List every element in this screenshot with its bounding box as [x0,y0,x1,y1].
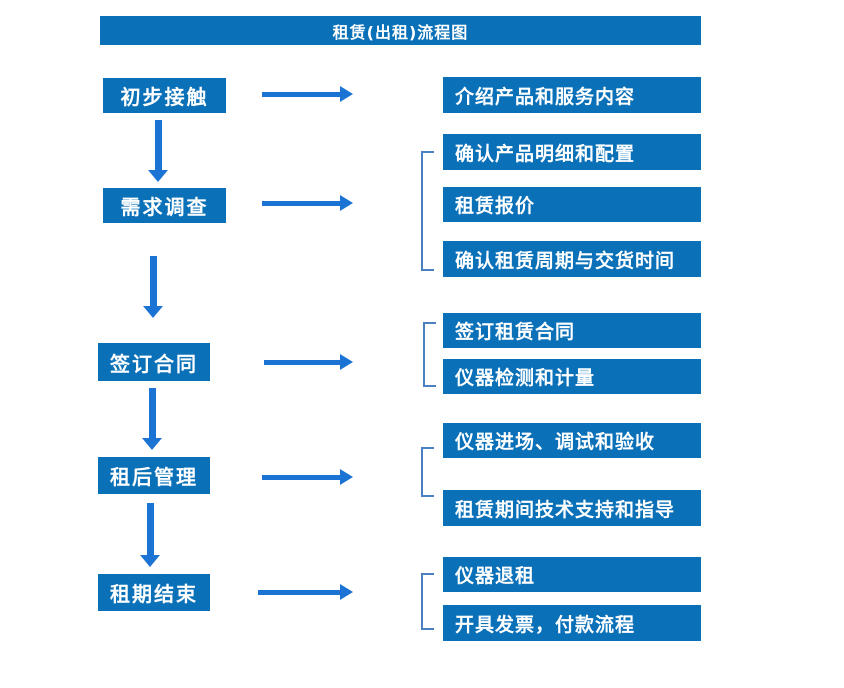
down-arrow-4 [139,503,161,567]
detail-instrument-testing-metering: 仪器检测和计量 [443,359,701,394]
down-arrow-1 [147,120,169,182]
right-arrow-3 [264,353,353,371]
flowchart-title: 租赁(出租)流程图 [100,16,701,45]
detail-confirm-rental-period-delivery: 确认租赁周期与交货时间 [443,241,701,277]
down-arrow-shaft [149,256,157,306]
right-arrow-head-icon [340,469,353,485]
detail-rental-quotation: 租赁报价 [443,187,701,222]
bracket-sign-contract-group [423,322,436,387]
bracket-rental-end-group [421,573,434,630]
detail-introduce-products-services: 介绍产品和服务内容 [443,77,701,113]
down-arrow-head-icon [142,438,162,450]
detail-invoice-payment-process: 开具发票，付款流程 [443,605,701,641]
bracket-post-rental-group [421,447,434,497]
down-arrow-shaft [148,388,156,438]
detail-instrument-return: 仪器退租 [443,557,701,592]
right-arrow-head-icon [340,584,353,600]
detail-sign-rental-contract: 签订租赁合同 [443,313,701,348]
step-post-rental-management: 租后管理 [98,457,210,494]
right-arrow-head-icon [340,86,353,102]
step-rental-end: 租期结束 [98,574,210,611]
down-arrow-head-icon [148,170,168,182]
down-arrow-head-icon [143,306,163,318]
detail-technical-support-guidance: 租赁期间技术支持和指导 [443,490,701,526]
down-arrow-shaft [154,120,162,170]
right-arrow-shaft [262,91,340,97]
down-arrow-3 [141,388,163,450]
down-arrow-shaft [146,503,154,555]
step-initial-contact: 初步接触 [103,78,226,113]
step-sign-contract: 签订合同 [98,343,210,381]
down-arrow-head-icon [140,555,160,567]
detail-confirm-product-details: 确认产品明细和配置 [443,134,701,170]
right-arrow-shaft [264,359,340,365]
right-arrow-1 [262,85,353,103]
right-arrow-5 [258,583,353,601]
right-arrow-2 [262,194,353,212]
right-arrow-4 [262,468,353,486]
right-arrow-shaft [262,474,340,480]
right-arrow-shaft [262,200,340,206]
step-demand-survey: 需求调查 [103,188,226,223]
right-arrow-head-icon [340,195,353,211]
bracket-demand-survey-group [421,151,434,271]
detail-instrument-setup-acceptance: 仪器进场、调试和验收 [443,423,701,458]
right-arrow-shaft [258,589,340,595]
right-arrow-head-icon [340,354,353,370]
down-arrow-2 [142,256,164,318]
